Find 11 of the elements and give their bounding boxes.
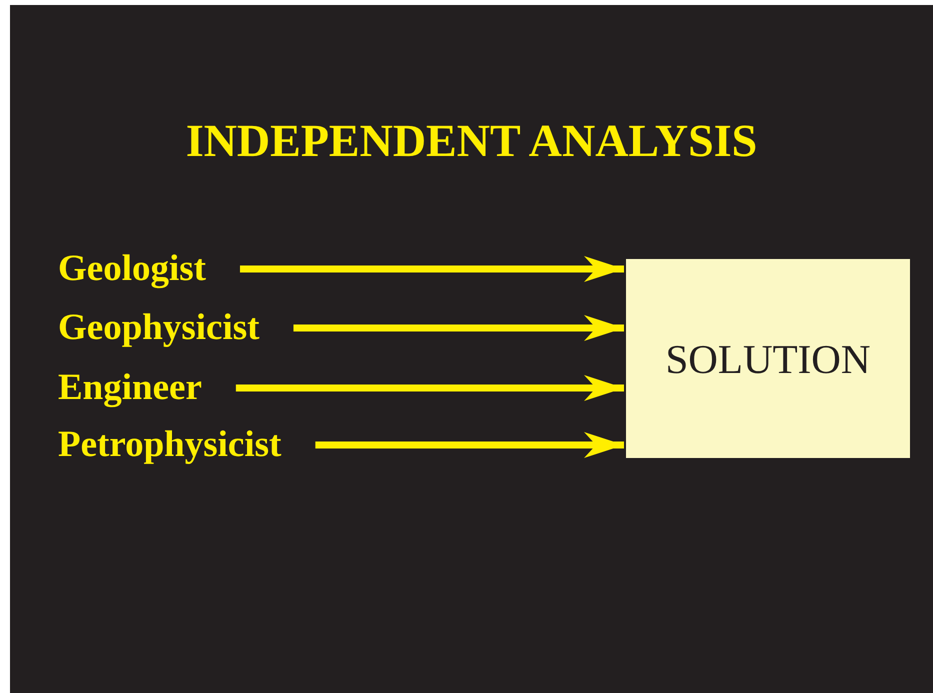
role-label: Geologist <box>58 248 206 290</box>
box-label: SOLUTION <box>666 334 870 382</box>
role-label: Engineer <box>58 367 202 409</box>
solution-box <box>626 259 910 458</box>
role-label: Geophysicist <box>58 307 260 349</box>
arrow <box>315 432 624 458</box>
title: INDEPENDENT ANALYSIS <box>184 114 758 167</box>
arrow <box>293 315 624 341</box>
role-label: Petrophysicist <box>58 424 282 466</box>
arrow <box>236 375 624 401</box>
arrow <box>240 256 624 282</box>
